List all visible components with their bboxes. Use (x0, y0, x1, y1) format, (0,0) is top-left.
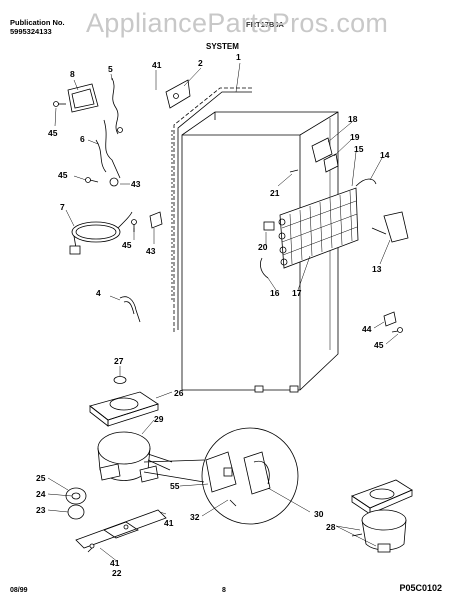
model-number: FRT17B3A (246, 20, 284, 29)
callout-15: 15 (354, 144, 364, 154)
callout-45: 45 (48, 128, 58, 138)
publication-label: Publication No. (10, 18, 65, 27)
watermark: AppliancePartsPros.com (86, 8, 389, 38)
callout-44: 44 (362, 324, 372, 334)
clip-part-43 (149, 211, 163, 229)
footer-page-number: 8 (222, 587, 226, 594)
callout-21: 21 (270, 188, 280, 198)
callout-32: 32 (190, 512, 200, 522)
callout-27: 27 (114, 356, 124, 366)
condenser-coil-part-17 (260, 178, 377, 279)
grommet-part-27 (113, 376, 127, 384)
compressor-assembly-part-28 (351, 479, 413, 553)
callout-20: 20 (258, 242, 268, 252)
drier-bracket-part-18 (289, 137, 339, 173)
heater-loop (171, 87, 252, 332)
callout-41: 41 (110, 558, 120, 568)
callout-23: 23 (36, 505, 46, 515)
power-cord-part-7 (69, 211, 133, 255)
callout-7: 7 (60, 202, 65, 212)
figure-code: P05C0102 (399, 583, 442, 593)
section-title: SYSTEM (206, 42, 239, 51)
clip-part-44 (383, 311, 397, 327)
callout-17: 17 (292, 288, 302, 298)
callout-29: 29 (154, 414, 164, 424)
callout-4: 4 (96, 288, 101, 298)
callout-25: 25 (36, 473, 46, 483)
tube-part-13 (371, 211, 409, 243)
callout-8: 8 (70, 69, 75, 79)
callout-41: 41 (164, 518, 174, 528)
tube-part-4 (119, 296, 141, 323)
bracket-part-2 (165, 79, 191, 109)
callout-45: 45 (122, 240, 132, 250)
grommet-parts-23-24-25 (65, 487, 87, 520)
callout-1: 1 (236, 52, 241, 62)
screw-parts-45 (53, 101, 403, 333)
callout-13: 13 (372, 264, 382, 274)
callout-26: 26 (174, 388, 184, 398)
footer-date: 08/99 (10, 587, 28, 594)
callout-22: 22 (112, 568, 122, 578)
callout-30: 30 (314, 509, 324, 519)
callout-45: 45 (58, 170, 68, 180)
callout-45: 45 (374, 340, 384, 350)
callout-6: 6 (80, 134, 85, 144)
callout-2: 2 (198, 58, 203, 68)
callout-41: 41 (152, 60, 162, 70)
callout-18: 18 (348, 114, 358, 124)
callout-5: 5 (108, 64, 113, 74)
callout-43: 43 (131, 179, 141, 189)
drain-pan-part-26 (89, 391, 159, 427)
callout-24: 24 (36, 489, 46, 499)
callout-14: 14 (380, 150, 390, 160)
callout-28: 28 (326, 522, 336, 532)
mounting-rail-part-22 (75, 509, 167, 553)
callout-19: 19 (350, 132, 360, 142)
control-box-part-8 (67, 77, 123, 187)
cabinet (181, 111, 339, 393)
publication-number: 5995324133 (10, 27, 52, 36)
leader-lines (47, 62, 399, 563)
callout-labels: 1 2 41 8 5 45 6 45 43 7 45 43 4 18 19 15… (36, 52, 390, 578)
callout-55: 55 (170, 481, 180, 491)
relay-overload-parts-30-32-55 (143, 427, 299, 525)
callout-43: 43 (146, 246, 156, 256)
callout-16: 16 (270, 288, 280, 298)
